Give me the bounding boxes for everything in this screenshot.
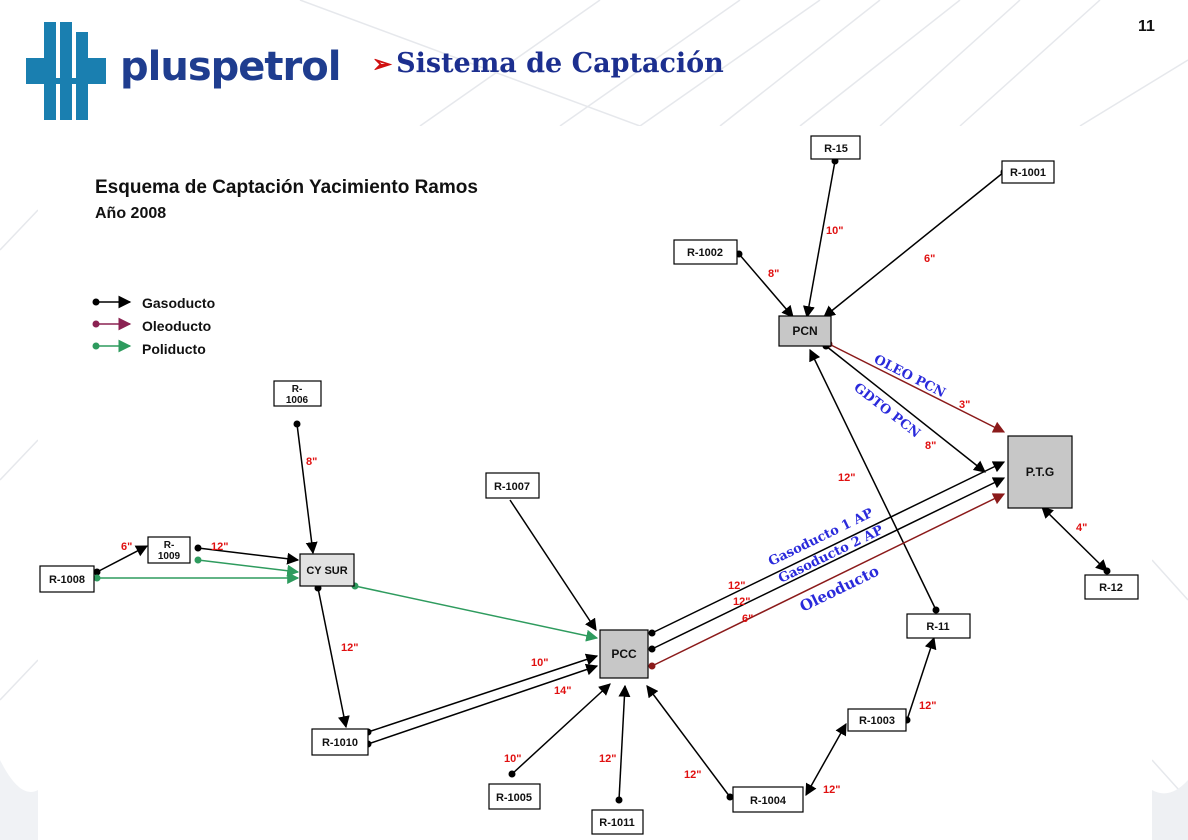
- node-r1003: R-1003: [847, 708, 907, 732]
- svg-text:R-1005: R-1005: [496, 792, 532, 804]
- legend-gas-label: Gasoducto: [142, 295, 215, 311]
- svg-text:R-1011: R-1011: [599, 817, 634, 829]
- svg-text:R-1002: R-1002: [687, 247, 723, 259]
- pipe-r1006-cysur: [296, 423, 318, 555]
- node-r1008: R-1008: [39, 565, 95, 593]
- svg-text:R-1008: R-1008: [49, 574, 85, 586]
- diameter-r1011-pcc: 12": [599, 753, 616, 765]
- diameter-r1009-cysur: 12": [211, 541, 228, 553]
- diagram-title: Esquema de Captación Yacimiento Ramos: [95, 177, 478, 198]
- diameter-r1002-pcn: 8": [768, 268, 779, 280]
- pipe-r15-pcn: [803, 160, 836, 319]
- pipe-cysur-pcc-multi: [354, 585, 599, 642]
- pipe-cysur-r1010: [317, 587, 350, 729]
- node-r1009: R-1009: [147, 536, 191, 564]
- node-r1007: R-1007: [485, 472, 540, 499]
- diameter-r1004-pcc: 12": [684, 769, 701, 781]
- pipe-pcc-ptg-1: [651, 461, 1006, 634]
- node-r1010: R-1010: [311, 728, 369, 756]
- diameter-pcc-ptg-oleo: 6": [742, 613, 753, 625]
- svg-text:PCN: PCN: [792, 324, 817, 338]
- pipe-r1010-pcc-a: [367, 653, 599, 733]
- diameter-r1005-pcc: 10": [504, 753, 521, 765]
- diagram-subtitle: Año 2008: [95, 205, 166, 222]
- svg-text:R-1009: R-1009: [158, 540, 181, 562]
- node-pcn: PCN: [778, 315, 832, 347]
- diameter-pcn-ptg-oleo: 3": [959, 399, 970, 411]
- svg-text:R-1010: R-1010: [322, 737, 358, 749]
- pluspetrol-logo-icon: [26, 22, 106, 120]
- diameter-r1004-r1003: 12": [823, 784, 840, 796]
- page-number: 11: [1138, 18, 1155, 35]
- diameter-r1003-r11: 12": [919, 700, 936, 712]
- node-ptg: P.T.G: [1007, 435, 1073, 509]
- pipe-r11-pcn: [809, 348, 937, 611]
- diameter-r1010-pcc-a: 10": [531, 657, 548, 669]
- node-r1001: R-1001: [1001, 160, 1055, 184]
- gathering-system-diagram: Esquema de Captación Yacimiento Ramos Añ…: [38, 126, 1152, 840]
- diameter-r12-ptg: 4": [1076, 522, 1087, 534]
- diameter-r1001-pcn: 6": [924, 253, 935, 265]
- diameter-pcc-ptg-2: 12": [733, 596, 750, 608]
- pipe-r1002-pcn: [738, 253, 794, 318]
- pipe-r1005-pcc: [511, 683, 611, 775]
- bullet-arrow-icon: ➢: [372, 49, 393, 78]
- pipe-r1007-pcc: [509, 499, 597, 632]
- svg-text:R-11: R-11: [926, 621, 949, 633]
- legend-oil-label: Oleoducto: [142, 318, 211, 334]
- node-r1002: R-1002: [673, 239, 738, 265]
- node-r12: R-12: [1084, 574, 1139, 600]
- svg-text:R-1004: R-1004: [750, 795, 787, 807]
- pipe-r1004-pcc: [646, 685, 731, 798]
- pluspetrol-logo-text: pluspetrol: [120, 44, 341, 90]
- pipe-r1001-pcn: [823, 171, 1005, 318]
- pipe-r1009-cysur: [197, 547, 300, 565]
- diameter-r15-pcn: 10": [826, 225, 843, 237]
- diagram-canvas: [38, 126, 1152, 840]
- diameter-r1006-cysur: 8": [306, 456, 317, 468]
- diameter-pcc-ptg-1: 12": [728, 580, 745, 592]
- svg-text:R-1007: R-1007: [494, 481, 530, 493]
- legend: Gasoducto Oleoducto Poliducto: [92, 295, 215, 357]
- pipe-r12-ptg: [1041, 506, 1108, 572]
- svg-text:R-1003: R-1003: [859, 715, 895, 727]
- slide-title-text: Sistema de Captación: [396, 48, 724, 79]
- diameter-r1008-r1009: 6": [121, 541, 132, 553]
- slide-title: ➢Sistema de Captación: [372, 48, 724, 79]
- pipe-r1008-r1009: [96, 545, 149, 573]
- pipe-pcn-ptg-gdto: [825, 345, 986, 473]
- diameter-pcn-ptg-gdto: 8": [925, 440, 936, 452]
- pipe-r1004-r1003: [805, 722, 847, 797]
- pipe-pcc-ptg-oleo: [651, 493, 1006, 667]
- diameter-r11-pcn: 12": [838, 472, 855, 484]
- node-pcc: PCC: [599, 629, 649, 679]
- node-r1011: R-1011: [591, 809, 644, 835]
- node-r1005: R-1005: [488, 783, 541, 810]
- pipe-r1011-pcc: [618, 684, 631, 801]
- diameter-cysur-r1010: 12": [341, 642, 358, 654]
- svg-text:R-1006: R-1006: [286, 384, 309, 406]
- node-r1004: R-1004: [732, 786, 804, 813]
- node-r1006: R-1006: [273, 380, 322, 407]
- svg-text:R-12: R-12: [1099, 582, 1123, 594]
- pipe-r1003-r11: [906, 636, 937, 721]
- legend-multi-label: Poliducto: [142, 341, 206, 357]
- node-cysur: CY SUR: [299, 553, 355, 587]
- pipe-pcc-ptg-2: [651, 477, 1006, 650]
- diameter-r1010-pcc-b: 14": [554, 685, 571, 697]
- pipe-r1009-cysur-multi: [197, 559, 300, 577]
- svg-text:CY SUR: CY SUR: [306, 565, 347, 577]
- pipe-r1010-pcc-b: [367, 663, 599, 745]
- pipe-pcn-ptg-oleo: [828, 343, 1006, 433]
- svg-text:R-1001: R-1001: [1010, 167, 1046, 179]
- svg-text:P.T.G: P.T.G: [1026, 465, 1054, 479]
- svg-text:PCC: PCC: [611, 647, 637, 661]
- node-r15: R-15: [810, 135, 861, 160]
- node-r11: R-11: [906, 613, 971, 639]
- svg-text:R-15: R-15: [824, 143, 848, 155]
